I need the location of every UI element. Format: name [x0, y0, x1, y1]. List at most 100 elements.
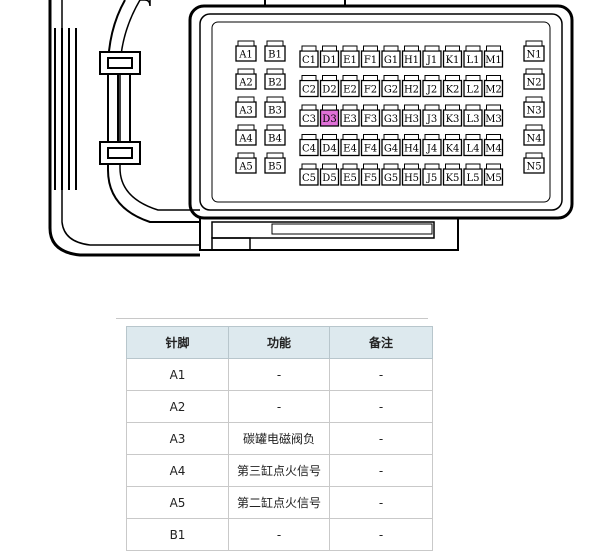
pin-j5: J5 — [422, 163, 442, 186]
pin-label: N3 — [526, 106, 541, 117]
cell-remark: - — [329, 390, 433, 423]
pin-f2: F2 — [360, 75, 381, 98]
pin-label: D2 — [322, 85, 336, 96]
pin-label: K2 — [446, 85, 460, 96]
cell-pin: A1 — [126, 358, 229, 391]
pin-a5: A5 — [235, 152, 257, 174]
pin-d4: D4 — [319, 134, 340, 157]
pin-e5: E5 — [340, 163, 360, 186]
table-row: A3 碳罐电磁阀负 - — [126, 422, 433, 455]
pin-label: L4 — [466, 144, 479, 155]
pin-label: B5 — [268, 162, 282, 173]
pin-e1: E1 — [340, 45, 360, 68]
pin-label: N2 — [526, 78, 541, 89]
pin-b5: B5 — [264, 152, 286, 174]
table-row: A1 - - — [126, 358, 433, 391]
cell-function: - — [228, 358, 330, 391]
pin-m3: M3 — [483, 104, 504, 127]
cell-pin: A4 — [126, 454, 229, 487]
pin-k1: K1 — [442, 45, 463, 68]
pin-label: M2 — [485, 85, 502, 96]
pin-label: B3 — [268, 106, 282, 117]
pin-n4: N4 — [523, 124, 545, 146]
pin-j3: J3 — [422, 104, 442, 127]
cell-remark: - — [329, 486, 433, 519]
pin-k5: K5 — [442, 163, 463, 186]
pin-m2: M2 — [483, 75, 504, 98]
pin-label: A1 — [238, 50, 253, 61]
pin-f1: F1 — [360, 45, 381, 68]
pin-label: J5 — [426, 173, 437, 184]
pin-label: M4 — [485, 144, 502, 155]
pin-h2: H2 — [401, 75, 422, 98]
pin-n3: N3 — [523, 96, 545, 118]
cell-pin: A3 — [126, 422, 229, 455]
cell-remark: - — [329, 422, 433, 455]
pin-l2: L2 — [463, 75, 483, 98]
pin-e2: E2 — [340, 75, 360, 98]
table-top-rule — [116, 318, 428, 319]
header-remark: 备注 — [329, 326, 433, 359]
pin-label: J4 — [426, 144, 437, 155]
pin-label: G1 — [384, 55, 398, 66]
pin-label: E5 — [343, 173, 357, 184]
cell-function: 碳罐电磁阀负 — [228, 422, 330, 455]
pin-label: L3 — [466, 114, 479, 125]
table-row: A5 第二缸点火信号 - — [126, 486, 433, 519]
pin-label: B1 — [268, 50, 282, 61]
pin-label: F1 — [364, 55, 377, 66]
pin-e4: E4 — [340, 134, 360, 157]
pin-m1: M1 — [483, 45, 504, 68]
pin-label: M1 — [485, 55, 502, 66]
pin-m4: M4 — [483, 134, 504, 157]
pin-label: K5 — [446, 173, 460, 184]
pin-b3: B3 — [264, 96, 286, 118]
pin-label: H2 — [404, 85, 419, 96]
pin-label: G5 — [384, 173, 398, 184]
pin-f4: F4 — [360, 134, 381, 157]
pin-label: D5 — [322, 173, 336, 184]
pin-c3: C3 — [299, 104, 319, 127]
pin-g2: G2 — [381, 75, 401, 98]
pin-a2: A2 — [235, 68, 257, 90]
pin-b4: B4 — [264, 124, 286, 146]
pin-a4: A4 — [235, 124, 257, 146]
pin-label: G3 — [384, 114, 398, 125]
pin-label: B4 — [268, 134, 282, 145]
pin-label: K3 — [446, 114, 460, 125]
pin-label: E3 — [343, 114, 357, 125]
pin-j2: J2 — [422, 75, 442, 98]
pin-l4: L4 — [463, 134, 483, 157]
pin-label: F3 — [364, 114, 377, 125]
cell-function: 第二缸点火信号 — [228, 486, 330, 519]
pin-label: D4 — [322, 144, 336, 155]
pin-label: A3 — [238, 106, 253, 117]
pin-l1: L1 — [463, 45, 483, 68]
pin-label: H4 — [404, 144, 419, 155]
pin-b1: B1 — [264, 40, 286, 62]
pin-g3: G3 — [381, 104, 401, 127]
pin-label: A5 — [238, 162, 253, 173]
pin-label: L2 — [466, 85, 479, 96]
pin-k3: K3 — [442, 104, 463, 127]
pin-label: M3 — [485, 114, 502, 125]
pin-d1: D1 — [319, 45, 340, 68]
pin-label: E2 — [343, 85, 357, 96]
pin-label: L1 — [466, 55, 479, 66]
pin-label: G2 — [384, 85, 398, 96]
pin-k2: K2 — [442, 75, 463, 98]
pin-function-table: 针脚 功能 备注 A1 - - A2 - - A3 碳罐电磁阀负 - A4 第三… — [126, 326, 433, 551]
cell-remark: - — [329, 454, 433, 487]
pin-c2: C2 — [299, 75, 319, 98]
pin-j1: J1 — [422, 45, 442, 68]
header-function: 功能 — [228, 326, 330, 359]
pin-label: H5 — [404, 173, 419, 184]
pin-label: E4 — [343, 144, 357, 155]
pin-c4: C4 — [299, 134, 319, 157]
pin-label: A2 — [238, 78, 253, 89]
pin-g5: G5 — [381, 163, 401, 186]
pin-j4: J4 — [422, 134, 442, 157]
pin-h1: H1 — [401, 45, 422, 68]
